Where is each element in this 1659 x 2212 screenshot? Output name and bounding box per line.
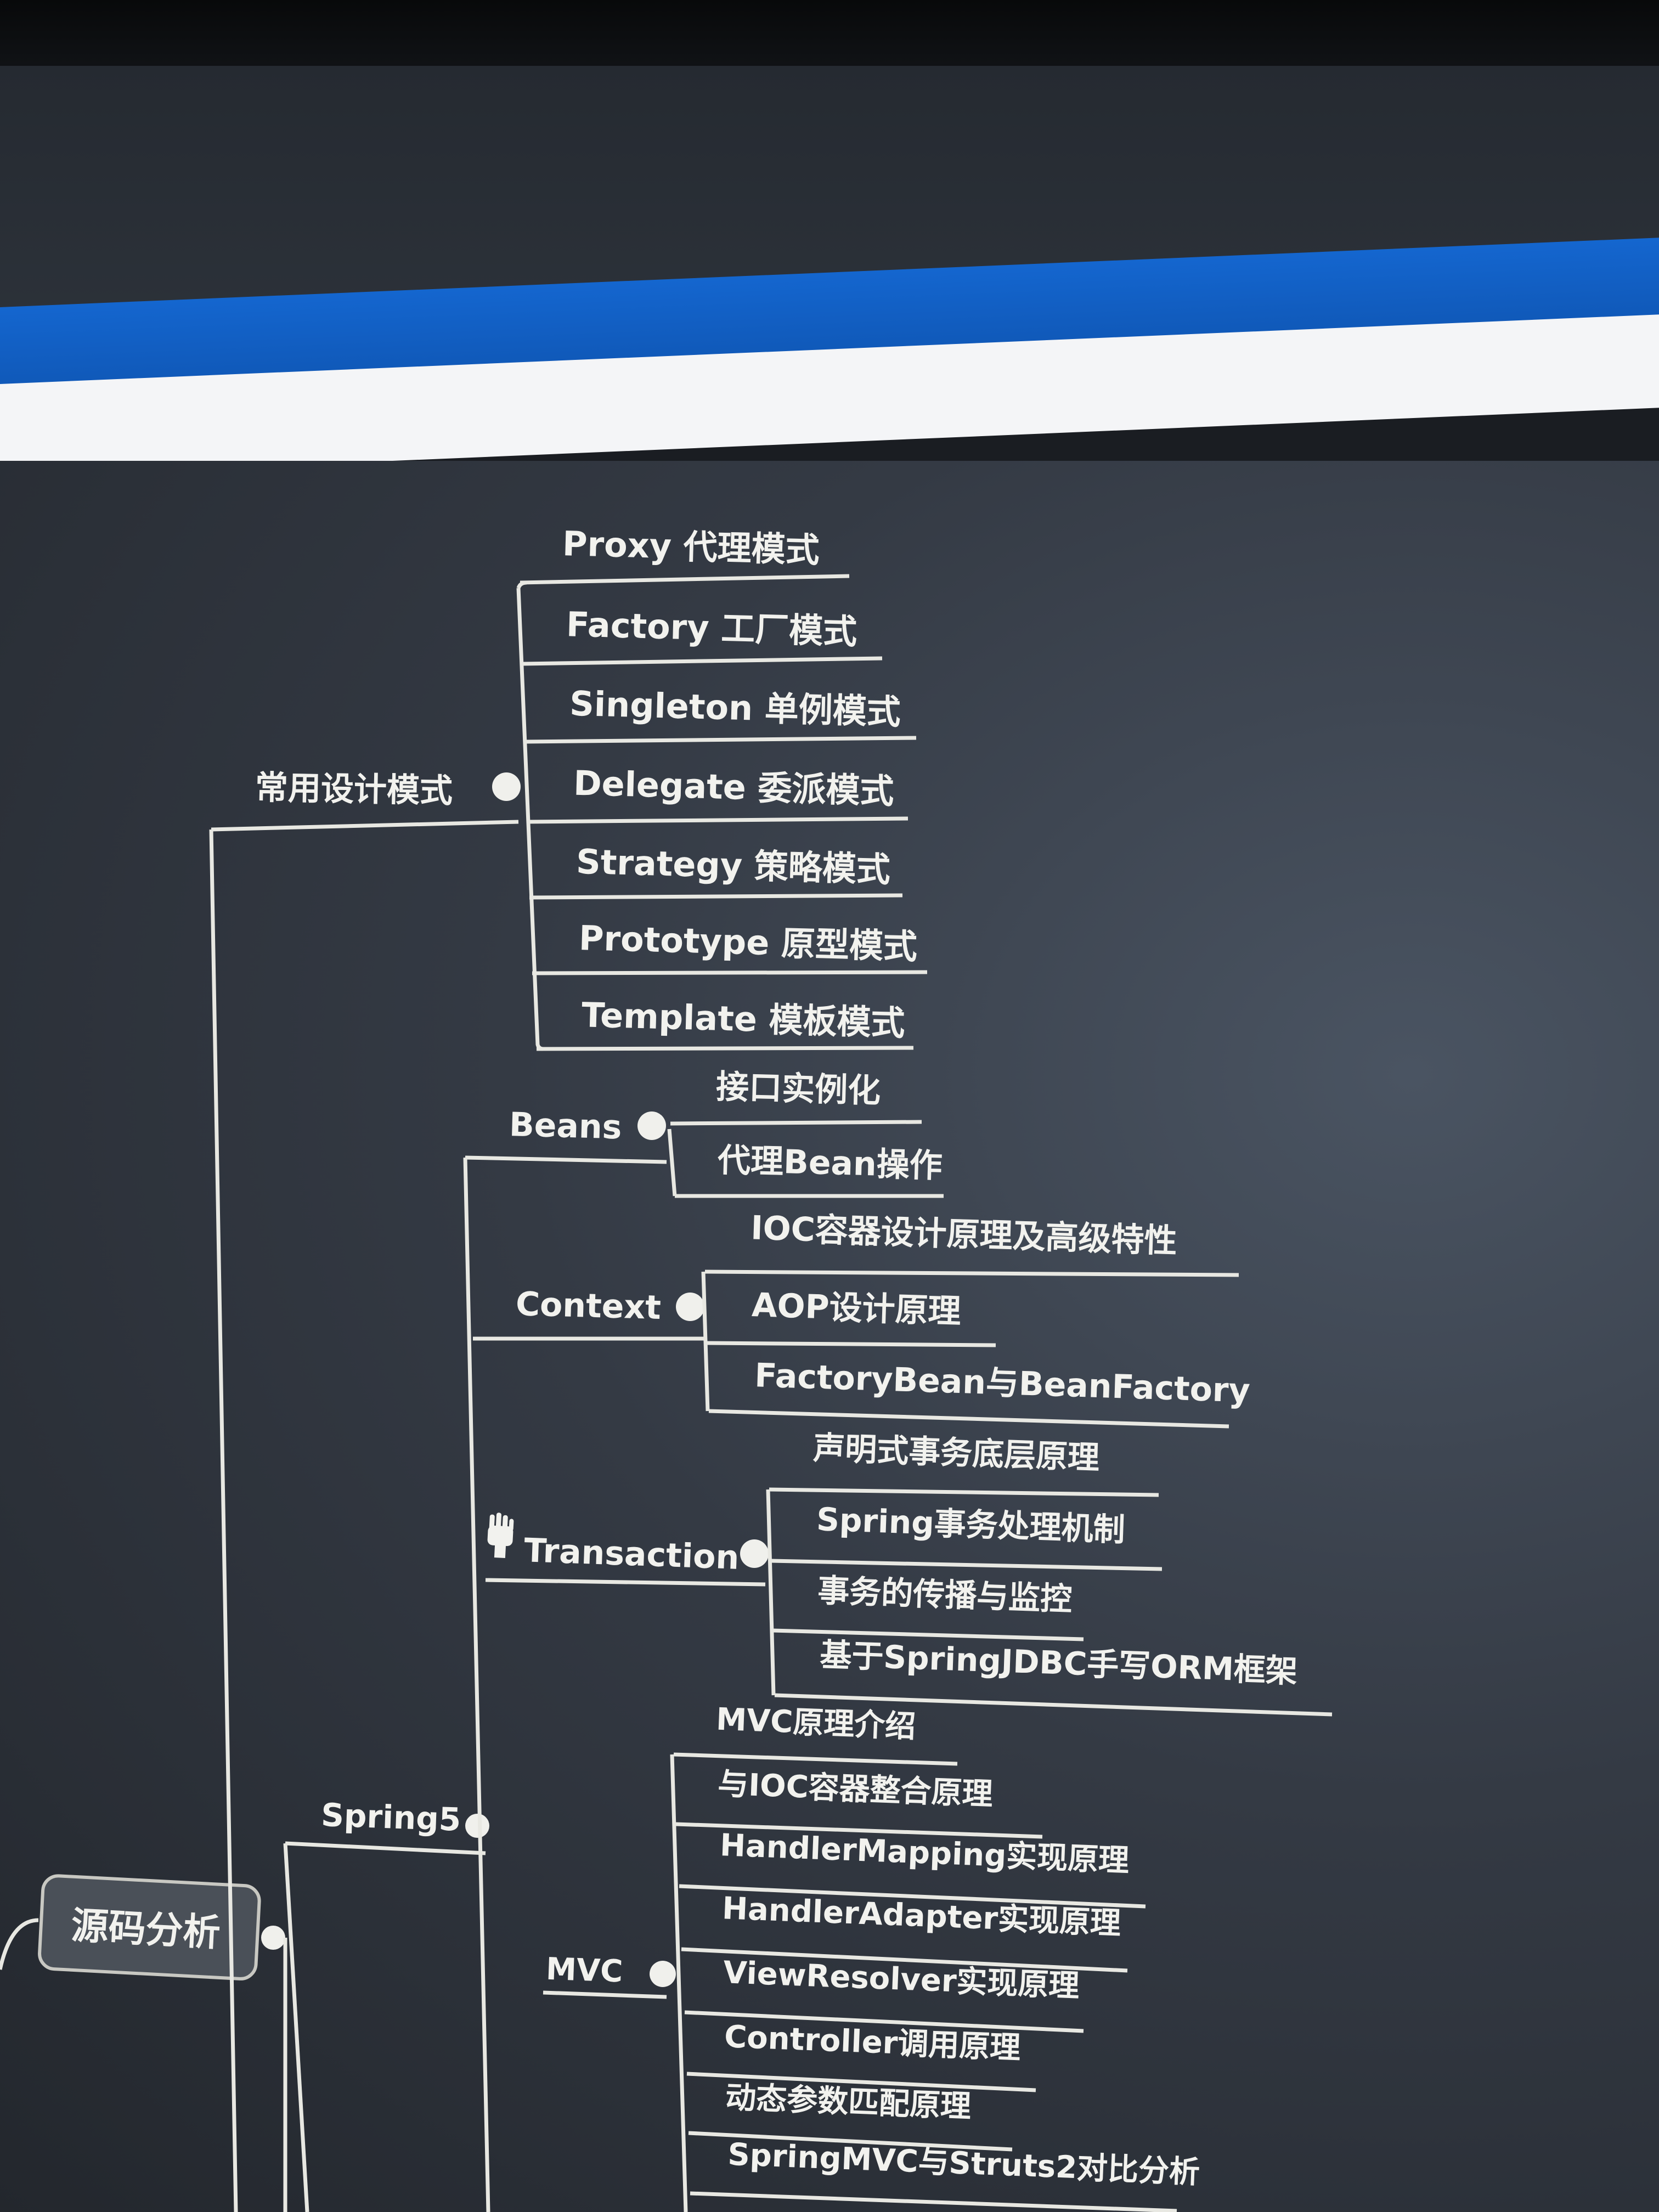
pattern-item[interactable]: Strategy 策略模式 bbox=[575, 842, 890, 890]
patterns-collapse-dot[interactable] bbox=[492, 772, 521, 801]
transaction-item[interactable]: 声明式事务底层原理 bbox=[812, 1429, 1100, 1476]
transaction-item[interactable]: 基于SpringJDBC手写ORM框架 bbox=[819, 1636, 1298, 1690]
mvc-label: MVC bbox=[545, 1951, 623, 1990]
transaction-label: Transaction bbox=[523, 1531, 740, 1577]
patterns-list: Proxy 代理模式 Factory 工厂模式 Singleton 单例模式 D… bbox=[562, 523, 918, 1043]
branch-patterns-label: 常用设计模式 bbox=[255, 769, 453, 810]
root-collapse-dot[interactable] bbox=[261, 1926, 285, 1950]
context-item[interactable]: AOP设计原理 bbox=[751, 1286, 961, 1331]
beans-label: Beans bbox=[509, 1105, 622, 1147]
spring-collapse-dot[interactable] bbox=[465, 1814, 489, 1838]
mvc-item[interactable]: HandlerAdapter实现原理 bbox=[721, 1891, 1121, 1942]
hand-icon bbox=[487, 1513, 514, 1558]
context-label: Context bbox=[515, 1285, 661, 1327]
beans-item[interactable]: 接口实例化 bbox=[715, 1068, 881, 1110]
mindmap-canvas bbox=[0, 461, 1659, 2212]
pattern-item[interactable]: Proxy 代理模式 bbox=[562, 523, 820, 570]
pattern-item[interactable]: Delegate 委派模式 bbox=[573, 763, 894, 811]
pattern-item[interactable]: Prototype 原型模式 bbox=[578, 918, 918, 967]
beans-item[interactable]: 代理Bean操作 bbox=[716, 1141, 943, 1186]
mvc-item[interactable]: SpringMVC与Struts2对比分析 bbox=[727, 2137, 1200, 2191]
transaction-collapse-dot[interactable] bbox=[740, 1539, 769, 1568]
root-node[interactable]: 源码分析 bbox=[38, 1874, 261, 1980]
pattern-item[interactable]: Factory 工厂模式 bbox=[566, 604, 857, 652]
mvc-item[interactable]: ViewResolver实现原理 bbox=[723, 1955, 1080, 2004]
pattern-item[interactable]: Singleton 单例模式 bbox=[569, 684, 901, 732]
beans-collapse-dot[interactable] bbox=[637, 1111, 666, 1140]
transaction-item[interactable]: 事务的传播与监控 bbox=[817, 1572, 1073, 1618]
transaction-item[interactable]: Spring事务处理机制 bbox=[816, 1500, 1126, 1549]
mvc-item[interactable]: MVC原理介绍 bbox=[715, 1702, 916, 1745]
context-item[interactable]: IOC容器设计原理及高级特性 bbox=[750, 1209, 1177, 1260]
mvc-collapse-dot[interactable] bbox=[650, 1961, 676, 1987]
context-collapse-dot[interactable] bbox=[676, 1293, 704, 1321]
root-label: 源码分析 bbox=[70, 1904, 222, 1955]
mvc-item[interactable]: 与IOC容器整合原理 bbox=[717, 1766, 994, 1812]
mvc-item[interactable]: HandlerMapping实现原理 bbox=[719, 1827, 1130, 1879]
branch-spring-label: Spring5 bbox=[320, 1796, 461, 1838]
context-item[interactable]: FactoryBean与BeanFactory bbox=[754, 1356, 1250, 1410]
pattern-item[interactable]: Template 模板模式 bbox=[581, 995, 905, 1043]
